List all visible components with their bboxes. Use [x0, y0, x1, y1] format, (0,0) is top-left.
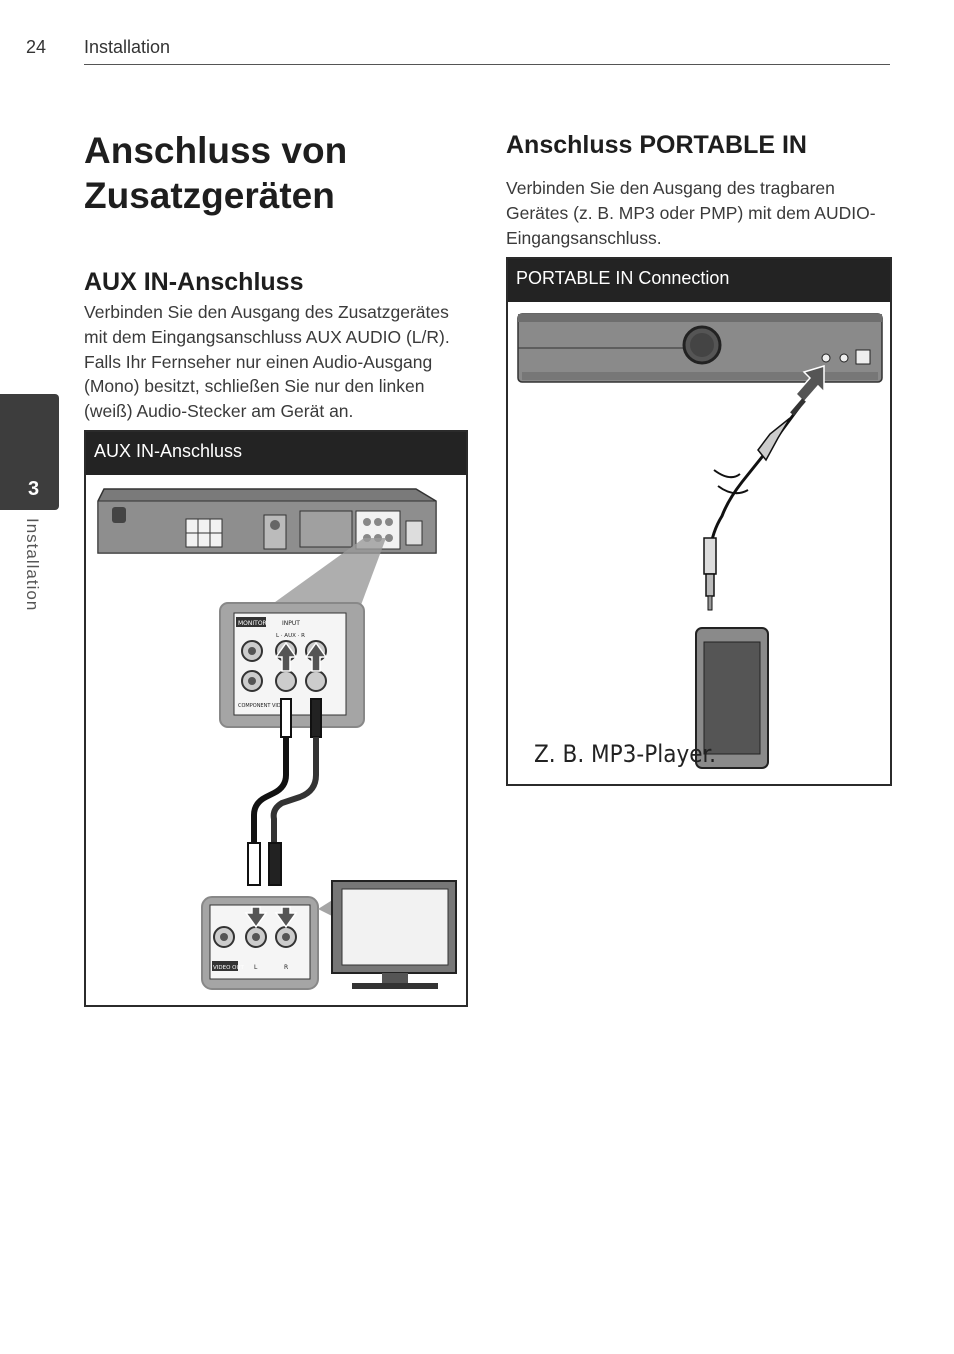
aux-section-title: AUX IN-Anschluss — [84, 268, 304, 296]
chapter-number: 3 — [28, 478, 40, 500]
portable-section-text: Verbinden Sie den Ausgang des tragbaren … — [506, 176, 896, 250]
page-number: 24 — [26, 37, 47, 57]
component-label: COMPONENT VIDEO — [238, 703, 288, 709]
aux-connection-illustration: MONITOR INPUT L · AUX · R COMPONENT VIDE… — [97, 488, 457, 990]
aux-text-line: (Mono) besitzt, schließen Sie nur den li… — [84, 376, 425, 397]
page-title: Anschluss von Zusatzgeräten — [84, 128, 464, 218]
tv-monitor — [331, 880, 457, 989]
mp3-player — [695, 627, 769, 769]
portable-text-line: Eingangsanschluss. — [506, 227, 662, 248]
aux-text-line: (weiß) Audio-Stecker am Gerät an. — [84, 401, 354, 422]
receiver-rear-panel — [97, 488, 437, 554]
input-label: INPUT — [282, 620, 300, 627]
aux-label: L · AUX · R — [276, 633, 305, 639]
portable-section-title: Anschluss PORTABLE IN — [506, 131, 807, 159]
l-label: L — [254, 964, 258, 971]
portable-connection-illustration: Z. B. MP3-Player. — [517, 313, 883, 769]
aux-section-text: Verbinden Sie den Ausgang des Zusatzgerä… — [84, 300, 474, 424]
header-rule — [84, 64, 890, 65]
mp3-player-label: Z. B. MP3-Player. — [534, 740, 716, 768]
aux-text-line: Verbinden Sie den Ausgang des Zusatzgerä… — [84, 302, 449, 322]
running-header: Installation — [84, 37, 171, 57]
aux-figure-caption: AUX IN-Anschluss — [86, 432, 466, 475]
receiver-front-panel — [517, 313, 883, 383]
portable-text-line: Verbinden Sie den Ausgang des tragbaren — [506, 178, 835, 198]
r-label: R — [284, 964, 288, 971]
page-title-line-1: Anschluss von — [84, 130, 348, 171]
portable-figure-caption: PORTABLE IN Connection — [508, 259, 890, 302]
portable-text-line: Gerätes (z. B. MP3 oder PMP) mit dem AUD… — [506, 202, 876, 223]
aux-text-line: mit dem Eingangsanschluss AUX AUDIO (L/R… — [84, 326, 450, 347]
portable-figure: PORTABLE IN Connection Z. B. MP — [506, 257, 892, 786]
video-out-label: VIDEO OUT — [213, 965, 245, 971]
aux-figure: AUX IN-Anschluss MONITOR INPUT L · AUX ·… — [84, 430, 468, 1007]
page-title-line-2: Zusatzgeräten — [84, 175, 335, 216]
chapter-label: Installation — [23, 518, 42, 612]
chapter-tab — [0, 394, 59, 510]
aux-text-line: Falls Ihr Fernseher nur einen Audio-Ausg… — [84, 351, 433, 372]
monitor-label: MONITOR — [238, 620, 267, 627]
